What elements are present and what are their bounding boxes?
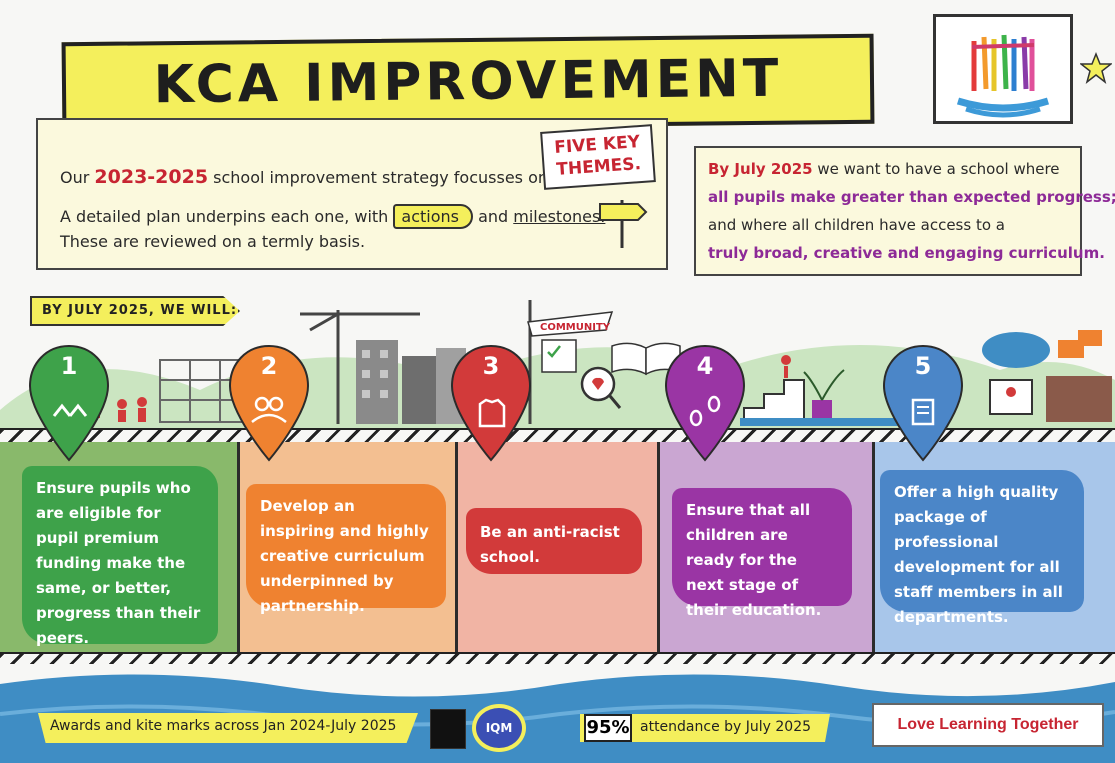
theme-text-1: Ensure pupils who are eligible for pupil… [22, 466, 218, 647]
award-badge [430, 709, 466, 749]
goal-line-1: By July 2025 we want to have a school wh… [708, 160, 1060, 178]
awards-banner [38, 713, 418, 743]
map-pin-icon [28, 344, 110, 462]
theme-pin-5: 5 [880, 344, 966, 464]
strategy-years: 2023-2025 [94, 166, 209, 188]
star-icon [1080, 52, 1112, 84]
column-divider [657, 442, 660, 656]
theme-number-1: 1 [60, 352, 78, 380]
iqm-badge: IQM [476, 708, 522, 748]
map-pin-icon [228, 344, 310, 462]
goal-box: By July 2025 we want to have a school wh… [694, 146, 1115, 276]
column-divider [455, 442, 458, 656]
intro-text: A detailed plan underpins each one, with [60, 207, 394, 226]
five-key-themes-tag: FIVE KEY THEMES. [540, 124, 656, 190]
goal-date: By July 2025 [708, 160, 813, 178]
intro-text: school improvement strategy focusses on [208, 168, 549, 187]
awards-text: Awards and kite marks across Jan 2024-Ju… [50, 718, 397, 734]
theme-pin-4: 4 [662, 344, 748, 464]
map-pin-icon [450, 344, 532, 462]
column-divider [237, 442, 240, 656]
by-july-label: BY JULY 2025, WE WILL: [30, 296, 240, 326]
logo-icon [956, 34, 1050, 118]
theme-number-5: 5 [914, 352, 932, 380]
goal-text: we want to have a school where [812, 160, 1060, 178]
theme-number-4: 4 [696, 352, 714, 380]
attendance-percentage: 95% [584, 714, 632, 742]
intro-line-1: Our 2023-2025 school improvement strateg… [60, 166, 548, 188]
map-pin-icon [882, 344, 964, 462]
intro-line-3: These are reviewed on a termly basis. [60, 232, 365, 251]
theme-text-2: Develop an inspiring and highly creative… [246, 484, 446, 615]
column-divider [872, 442, 875, 656]
intro-text: Our [60, 168, 95, 187]
actions-arrow-label: actions [393, 204, 473, 229]
community-label: COMMUNITY [540, 322, 611, 333]
theme-pin-1: 1 [26, 344, 112, 464]
goal-line-2: all pupils make greater than expected pr… [708, 188, 1115, 206]
school-logo [933, 14, 1073, 124]
tagline-box: Love Learning Together [872, 703, 1104, 747]
milestones-label: milestones. [513, 207, 606, 226]
goal-line-4: truly broad, creative and engaging curri… [708, 244, 1105, 262]
intro-text: These are reviewed on a termly basis. [60, 232, 366, 251]
attendance-text: attendance by July 2025 [640, 719, 812, 735]
theme-number-3: 3 [482, 352, 500, 380]
theme-pin-2: 2 [226, 344, 312, 464]
theme-text-5: Offer a high quality package of professi… [880, 470, 1084, 626]
map-pin-icon [664, 344, 746, 462]
theme-pin-3: 3 [448, 344, 534, 464]
intro-text: and [472, 207, 514, 226]
goal-line-3: and where all children have access to a [708, 216, 1005, 234]
theme-number-2: 2 [260, 352, 278, 380]
theme-text-3: Be an anti-racist school. [466, 508, 642, 574]
signpost-icon [599, 200, 648, 248]
intro-line-2: A detailed plan underpins each one, with… [60, 204, 605, 229]
theme-text-4: Ensure that all children are ready for t… [672, 488, 852, 619]
